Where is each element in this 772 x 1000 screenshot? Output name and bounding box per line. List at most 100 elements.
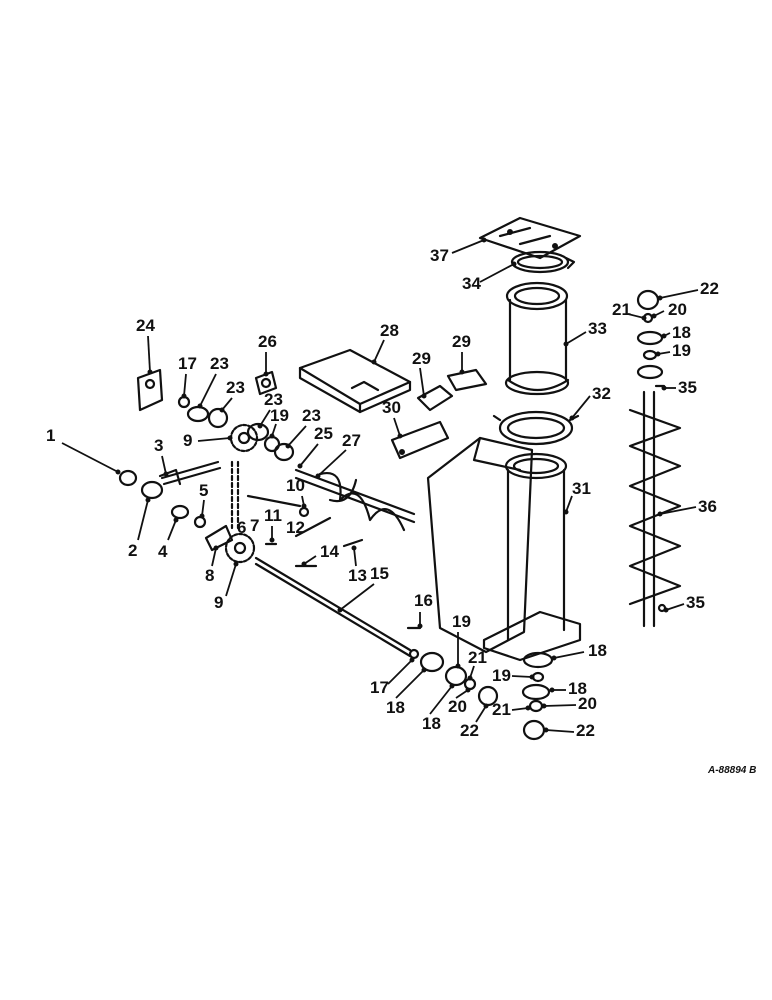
leader-tip-c34 <box>511 261 517 267</box>
drawing-reference-code: A-88894 B <box>707 765 756 776</box>
callout-c9b: 9 <box>214 593 223 612</box>
part-clamp-ring-lower <box>492 410 580 446</box>
part-idler <box>204 524 234 552</box>
callout-c23d: 23 <box>302 406 321 425</box>
part-grease-fitting <box>118 469 164 500</box>
callout-c15: 15 <box>370 564 389 583</box>
leader-c28 <box>373 339 385 363</box>
leader-tip-c30 <box>397 433 403 439</box>
callout-c19a: 19 <box>270 406 289 425</box>
callout-c8: 8 <box>205 566 214 585</box>
leader-tip-c16 <box>417 623 423 629</box>
callout-c18d: 18 <box>568 679 587 698</box>
leader-tip-c24 <box>147 369 153 375</box>
callout-c22a: 22 <box>460 721 479 740</box>
part-vertical-auger <box>628 390 682 628</box>
leader-c4 <box>167 519 177 541</box>
callout-c16: 16 <box>414 591 433 610</box>
leader-c17b <box>387 659 413 685</box>
leader-c8 <box>211 547 217 567</box>
leader-tip-c8 <box>213 545 219 551</box>
leader-c20b <box>543 704 577 707</box>
leader-tip-c29b <box>459 369 465 375</box>
leader-tip-c17b <box>409 657 415 663</box>
callout-c29b: 29 <box>452 332 471 351</box>
leader-c18a <box>395 669 425 699</box>
leader-tip-c35b <box>663 607 669 613</box>
leader-tip-c35a <box>661 385 667 391</box>
leader-c18b <box>429 685 453 715</box>
leader-c22b <box>545 729 575 733</box>
leader-tip-c20a <box>465 687 471 693</box>
callout-c3: 3 <box>154 436 163 455</box>
callout-c29a: 29 <box>412 349 431 368</box>
part-feeder-tray <box>298 348 412 414</box>
part-mounting-plate <box>136 368 164 412</box>
leader-tip-c4 <box>173 517 179 523</box>
leader-tip-c19c <box>529 674 535 680</box>
callout-c4: 4 <box>158 542 168 561</box>
leader-tip-c10 <box>301 503 307 509</box>
leader-c22a <box>475 705 487 723</box>
leader-tip-c1 <box>115 469 121 475</box>
leader-tip-c14 <box>301 561 307 567</box>
leader-tip-c21a <box>467 675 473 681</box>
leader-tip-c21c <box>641 315 647 321</box>
leader-c17a <box>183 373 187 397</box>
part-upper-spout-tube <box>504 281 570 396</box>
leader-tip-c22c <box>657 295 663 301</box>
leader-c18c <box>553 651 585 659</box>
callout-c10: 10 <box>286 476 305 495</box>
leader-c23a <box>199 373 217 407</box>
callout-c21a: 21 <box>468 648 487 667</box>
leader-c3 <box>161 455 167 475</box>
callout-c19d: 19 <box>672 341 691 360</box>
leader-tip-c22b <box>543 727 549 733</box>
leader-c30 <box>393 417 401 437</box>
leader-c9a <box>197 437 231 442</box>
leader-tip-c2 <box>145 497 151 503</box>
leader-c9b <box>225 563 237 597</box>
part-long-shaft <box>254 556 422 658</box>
leader-tip-c20b <box>541 703 547 709</box>
callout-c17b: 17 <box>370 678 389 697</box>
callout-c32: 32 <box>592 384 611 403</box>
leader-c31 <box>565 495 573 513</box>
callout-c30: 30 <box>382 398 401 417</box>
callout-c6: 6 <box>237 518 246 537</box>
callout-c20c: 20 <box>668 300 687 319</box>
callout-c35a: 35 <box>678 378 697 397</box>
leader-tip-c28 <box>371 359 377 365</box>
part-bracket-30 <box>390 420 450 460</box>
callout-c7: 7 <box>250 516 259 535</box>
callout-c5: 5 <box>199 481 208 500</box>
leader-tip-c19d <box>655 351 661 357</box>
callout-c9a: 9 <box>183 431 192 450</box>
callout-c22c: 22 <box>700 279 719 298</box>
part-bearing-stack-upper-right <box>636 289 664 380</box>
leader-tip-c25 <box>297 463 303 469</box>
leader-c24 <box>147 335 151 373</box>
leader-tip-c19a <box>269 433 275 439</box>
callout-c1: 1 <box>46 426 55 445</box>
leader-c22c <box>659 289 699 299</box>
leader-tip-c32 <box>569 415 575 421</box>
callout-c13: 13 <box>348 566 367 585</box>
callout-c35b: 35 <box>686 593 705 612</box>
leader-c13 <box>353 547 357 567</box>
callout-leaders <box>61 237 699 733</box>
leader-tip-c15 <box>337 607 343 613</box>
callout-c23c: 23 <box>264 390 283 409</box>
leader-tip-c18a <box>421 667 427 673</box>
part-drive-chain <box>230 460 240 530</box>
leader-c5 <box>201 499 205 517</box>
leader-tip-c37 <box>481 237 487 243</box>
leader-tip-c9a <box>227 435 233 441</box>
leader-c21c <box>627 313 645 319</box>
leader-tip-c22a <box>483 703 489 709</box>
callout-c22b: 22 <box>576 721 595 740</box>
leader-tip-c18c <box>551 655 557 661</box>
callout-c19b: 19 <box>452 612 471 631</box>
leader-c35b <box>665 603 685 611</box>
